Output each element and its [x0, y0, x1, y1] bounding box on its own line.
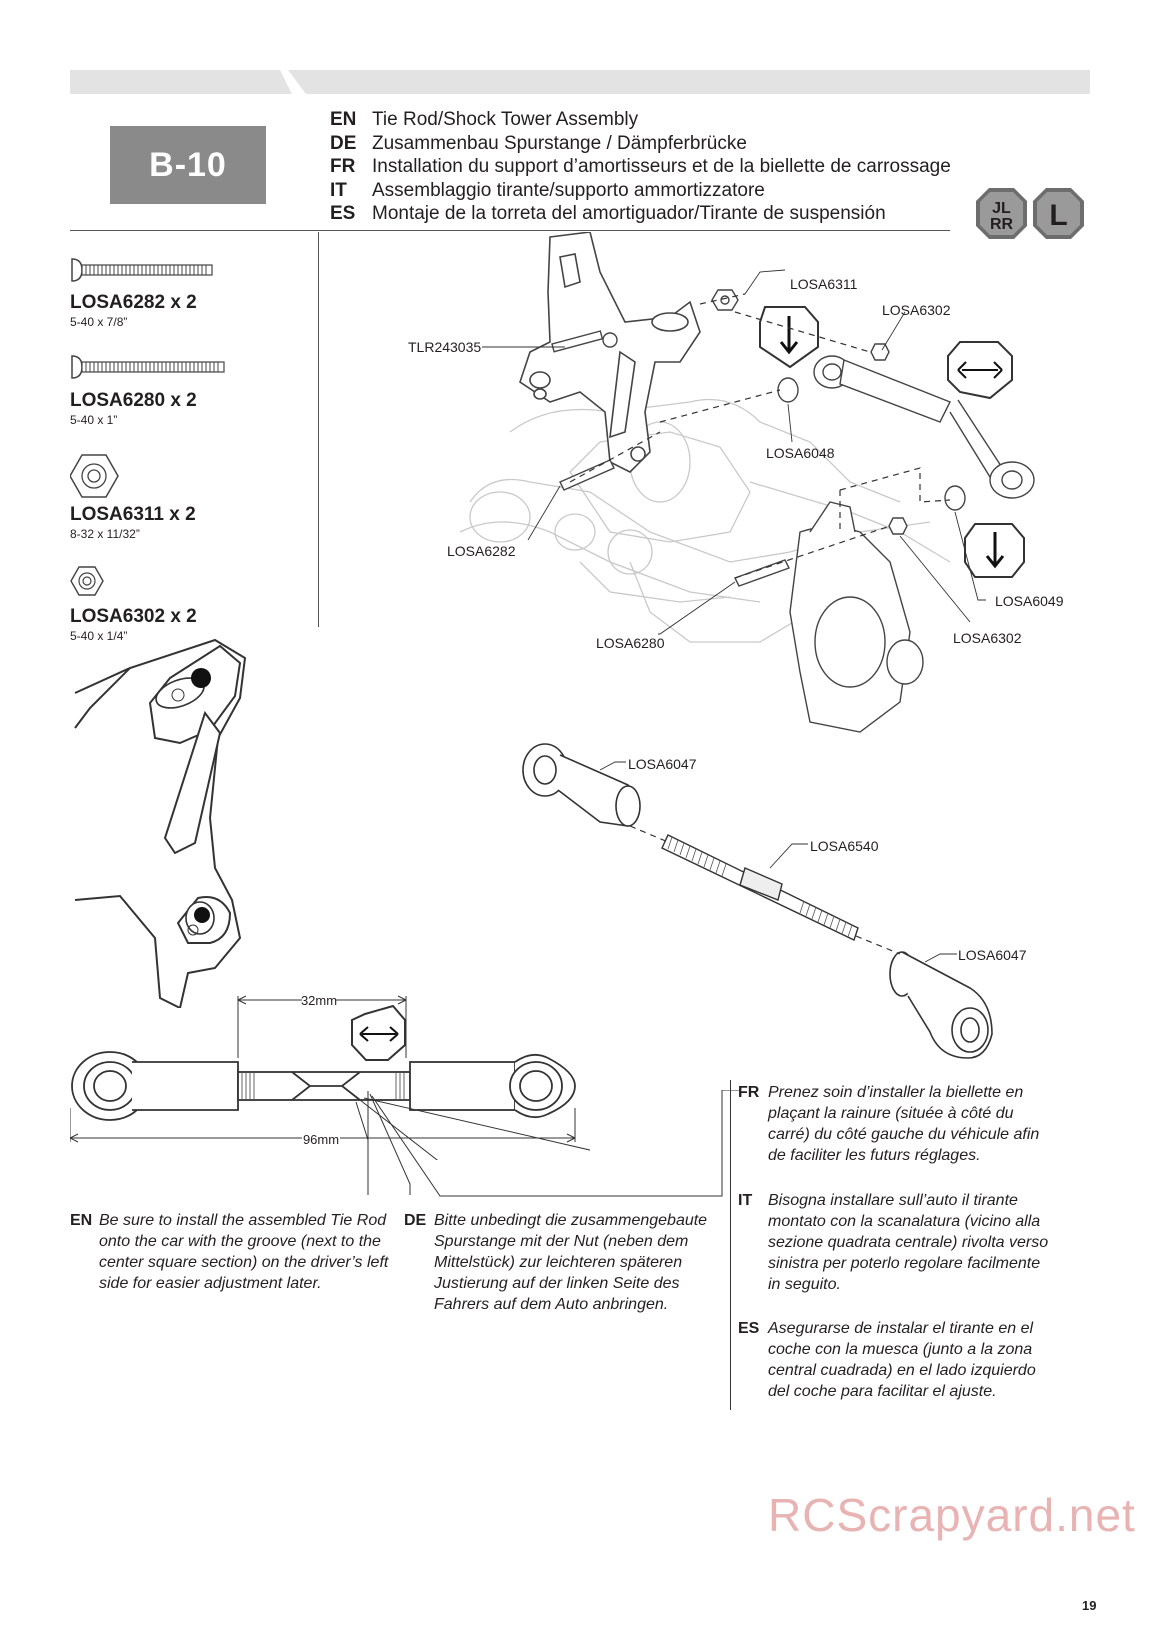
- tie-rod-guide-lines: [629, 825, 901, 955]
- header-bar: [70, 70, 1090, 94]
- watermark-text: RCScrapyard.net: [768, 1489, 1136, 1541]
- tie-rod-exploded: [522, 743, 993, 1059]
- adjust-arrow-icon-1: [947, 341, 1013, 400]
- page-number: 19: [1082, 1598, 1097, 1613]
- callout-losa6280: LOSA6280: [596, 635, 665, 651]
- parts-divider: [318, 232, 319, 627]
- dimension-96mm: 96mm: [303, 1132, 339, 1147]
- callout-losa6047-lower: LOSA6047: [958, 947, 1027, 963]
- callout-losa6047-upper: LOSA6047: [628, 756, 697, 772]
- side-badges: JL RR L: [976, 188, 1084, 239]
- upper-rod-end: [813, 355, 1035, 499]
- badge-letter: L: [1049, 199, 1067, 232]
- shock-tower-detail: [74, 638, 247, 1008]
- left-side-badge-icon: L: [1033, 188, 1084, 239]
- callout-leaders: [482, 269, 986, 635]
- turnbuckle: [661, 834, 859, 941]
- callout-losa6282: LOSA6282: [447, 543, 516, 559]
- note-en: EN Be sure to install the assembled Tie …: [70, 1212, 389, 1292]
- title-divider: [70, 230, 950, 231]
- screw-6280-icon: [71, 355, 225, 379]
- note-it: IT Bisogna installare sull’auto il tiran…: [738, 1192, 1049, 1293]
- callout-losa6048: LOSA6048: [766, 445, 835, 461]
- callout-losa6049: LOSA6049: [995, 593, 1064, 609]
- dimension-label-bg: [302, 991, 336, 1009]
- rod-end-upper: [522, 743, 641, 827]
- dimension-32mm: 32mm: [301, 993, 337, 1008]
- step-number-box: B-10: [110, 126, 266, 204]
- assembled-rod-body: [71, 1051, 576, 1121]
- callout-tlr243035: TLR243035: [408, 339, 482, 355]
- part-losa6311: LOSA6311 x 2 8-32 x 11/32”: [70, 504, 196, 541]
- callout-losa6540: LOSA6540: [810, 838, 879, 854]
- press-arrow-icon-2: [964, 523, 1025, 578]
- press-arrow-icon-1: [759, 306, 819, 369]
- shock-tower: [519, 232, 701, 473]
- nut-6311-icon: [70, 454, 119, 498]
- screw-6282-icon: [71, 258, 213, 282]
- knuckle-assembly: [789, 501, 924, 733]
- nut-6302-icon: [70, 566, 104, 596]
- mount-hole-lower: [194, 907, 210, 923]
- thread-lines: [241, 1072, 405, 1100]
- callout-losa6302-top: LOSA6302: [882, 302, 951, 318]
- tie-rod-leaders: [599, 761, 957, 963]
- mount-hole-upper: [191, 668, 211, 688]
- step-number: B-10: [149, 145, 227, 184]
- part-losa6282: LOSA6282 x 2 5-40 x 7/8”: [70, 292, 197, 329]
- rod-end-lower: [889, 951, 993, 1059]
- note-connectors: [367, 1090, 740, 1197]
- note-fr: FR Prenez soin d’installer la biellette …: [738, 1084, 1040, 1164]
- adjust-arrow-icon-2: [351, 1004, 406, 1061]
- part-losa6302: LOSA6302 x 2 5-40 x 1/4”: [70, 606, 197, 643]
- note-de: DE Bitte unbedingt die zusammengebaute S…: [404, 1212, 708, 1313]
- callout-losa6311: LOSA6311: [790, 276, 858, 292]
- svg-text:JL: JL: [992, 200, 1011, 217]
- assembly-guide-lines: [569, 293, 951, 579]
- svg-text:RR: RR: [990, 216, 1014, 233]
- exploded-assembly-diagram: [459, 232, 1035, 733]
- left-right-badge-icon: JL RR: [976, 188, 1027, 239]
- hardware: [559, 289, 966, 587]
- notes-divider: [730, 1080, 731, 1410]
- callout-losa6302-bottom: LOSA6302: [953, 630, 1022, 646]
- part-losa6280: LOSA6280 x 2 5-40 x 1”: [70, 390, 197, 427]
- note-es: ES Asegurarse de instalar el tirante en …: [738, 1320, 1036, 1400]
